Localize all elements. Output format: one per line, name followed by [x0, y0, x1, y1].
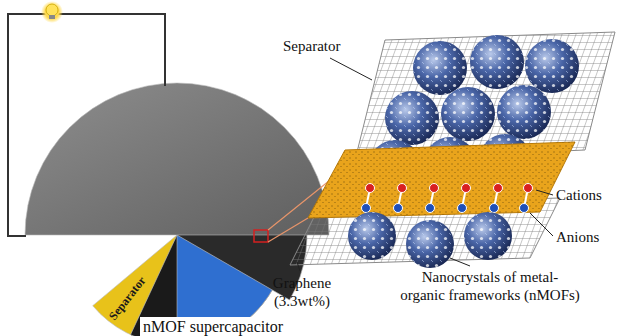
anion-label: Anions — [556, 228, 599, 246]
separator-label: Separator — [283, 37, 340, 55]
cation-label: Cations — [556, 186, 602, 204]
graphene-label: Graphene (3.3wt%) — [262, 274, 342, 310]
nmof-label: Nanocrystals of metal-organic frameworks… — [400, 268, 580, 304]
device-caption: nMOF supercapacitor — [140, 317, 286, 336]
